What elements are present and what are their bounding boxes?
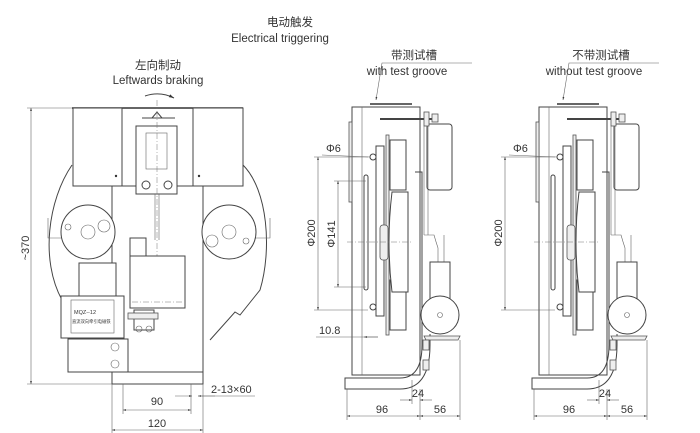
dim-width: 120 xyxy=(148,418,166,430)
dim-bend: 24 xyxy=(599,388,611,400)
sheave xyxy=(575,191,596,293)
disc xyxy=(363,174,369,291)
dim-phi6: Φ6 xyxy=(326,143,341,155)
dim-slots: 2-13×60 xyxy=(211,384,252,396)
dim-depth: 96 xyxy=(376,404,388,416)
front-label-en: Leftwards braking xyxy=(113,75,204,87)
leader-line xyxy=(562,62,659,101)
dim-phi200: Φ200 xyxy=(306,219,318,246)
coil-box xyxy=(129,255,186,309)
counterweight xyxy=(607,295,647,335)
rotation-arrow-icon xyxy=(144,93,175,99)
title-zh: 电动触发 xyxy=(267,15,313,29)
dim-height: ~370 xyxy=(20,236,32,261)
front-view: 左向制动 Leftwards braking xyxy=(20,58,271,433)
label-zh: 不带测试槽 xyxy=(572,49,630,62)
switch-box xyxy=(613,123,640,191)
dim-bend: 24 xyxy=(412,388,424,400)
base-plate xyxy=(111,371,204,385)
label-zh: 带测试槽 xyxy=(391,49,437,62)
magnet-model: MQZ--12 xyxy=(74,310,96,316)
right-block xyxy=(192,107,244,187)
label-en: with test groove xyxy=(366,66,448,78)
actuator xyxy=(429,261,451,301)
left-block xyxy=(72,107,123,187)
left-wheel xyxy=(60,204,116,260)
actuator xyxy=(616,261,638,301)
title-en: Electrical triggering xyxy=(231,33,329,45)
front-label-zh: 左向制动 xyxy=(135,58,181,72)
dim-hole-spacing: 90 xyxy=(151,396,163,408)
dim-ext: 56 xyxy=(621,404,633,416)
magnet-base xyxy=(67,338,129,373)
body-outline xyxy=(48,164,267,341)
switch-box xyxy=(426,123,453,191)
dim-depth: 96 xyxy=(563,404,575,416)
electromagnet xyxy=(60,295,125,339)
disc xyxy=(550,174,556,291)
dim-phi200: Φ200 xyxy=(493,219,505,246)
magnet-desc: 直流双向牵引电磁铁 xyxy=(72,318,111,325)
dim-phi141: Φ141 xyxy=(326,220,338,247)
sheave xyxy=(388,191,409,293)
right-wheel xyxy=(201,204,257,260)
dim-offset: 10.8 xyxy=(319,325,340,337)
dim-ext: 56 xyxy=(434,404,446,416)
leader-line xyxy=(375,62,472,101)
label-en: without test groove xyxy=(545,66,643,78)
dim-phi6: Φ6 xyxy=(513,143,528,155)
counterweight xyxy=(420,295,460,335)
